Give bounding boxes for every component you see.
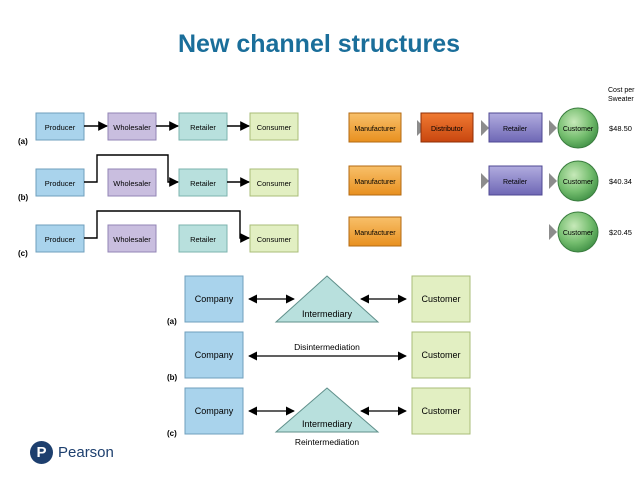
distributor-label: Distributor xyxy=(431,126,464,133)
consumer-label: Consumer xyxy=(257,179,292,188)
slide-title: New channel structures xyxy=(177,30,461,58)
row-label-b: (b) xyxy=(167,373,178,382)
cost-header: Sweater xyxy=(608,96,634,103)
company-box xyxy=(184,331,244,379)
bypass-arrow xyxy=(84,154,179,187)
consumer-label: Consumer xyxy=(257,123,292,132)
wholesaler-box xyxy=(107,224,157,253)
company-label: Company xyxy=(195,406,234,416)
company-label: Company xyxy=(195,294,234,304)
manufacturer-box xyxy=(348,112,402,143)
cost-value: $20.45 xyxy=(609,228,632,237)
brand-name: Pearson xyxy=(58,444,114,461)
customer-label: Customer xyxy=(421,406,460,416)
customer-circle xyxy=(557,160,599,202)
customer-box xyxy=(411,331,471,379)
producer-label: Producer xyxy=(45,235,76,244)
customer-label: Customer xyxy=(563,230,594,237)
wholesaler-box xyxy=(107,168,157,197)
manufacturer-label: Manufacturer xyxy=(354,230,396,237)
disintermediation-label: Disintermediation xyxy=(294,342,360,352)
producer-label: Producer xyxy=(45,123,76,132)
retailer-label: Retailer xyxy=(190,123,216,132)
wholesaler-box xyxy=(107,112,157,141)
company-box xyxy=(184,275,244,323)
manufacturer-label: Manufacturer xyxy=(354,179,396,186)
flow-arrowhead xyxy=(481,120,489,136)
consumer-label: Consumer xyxy=(257,235,292,244)
bypass-arrow xyxy=(84,210,250,243)
row-label-c: (c) xyxy=(18,249,28,258)
producer-box xyxy=(35,112,85,141)
flow-arrowhead xyxy=(549,120,557,136)
retailer-box xyxy=(488,165,543,196)
reintermediation-label: Reintermediation xyxy=(295,437,360,447)
retailer-label: Retailer xyxy=(190,235,216,244)
customer-circle xyxy=(557,211,599,253)
customer-circle xyxy=(557,107,599,149)
flow-arrowhead xyxy=(549,224,557,240)
intermediary-label: Intermediary xyxy=(302,419,353,429)
distributor-box xyxy=(420,112,474,143)
flow-arrowhead xyxy=(481,173,489,189)
cost-value: $40.34 xyxy=(609,177,632,186)
intermediary-triangle xyxy=(274,387,380,433)
wholesaler-label: Wholesaler xyxy=(113,235,151,244)
customer-label: Customer xyxy=(421,294,460,304)
manufacturer-box xyxy=(348,165,402,196)
flow-arrowhead xyxy=(549,173,557,189)
retailer-box xyxy=(178,168,228,197)
intermediary-label: Intermediary xyxy=(302,309,353,319)
intermediary-triangle xyxy=(274,275,380,323)
retailer-box xyxy=(178,112,228,141)
company-label: Company xyxy=(195,350,234,360)
customer-label: Customer xyxy=(421,350,460,360)
manufacturer-box xyxy=(348,216,402,247)
consumer-box xyxy=(249,112,299,141)
producer-box xyxy=(35,168,85,197)
retailer-label: Retailer xyxy=(503,126,528,133)
cost-header: Cost per xyxy=(608,87,635,94)
consumer-box xyxy=(249,168,299,197)
company-box xyxy=(184,387,244,435)
retailer-label: Retailer xyxy=(190,179,216,188)
bottom-diagram: (a) Company Intermediary Customer (b) Co… xyxy=(167,275,471,447)
retailer-box xyxy=(178,224,228,253)
row-label-a: (a) xyxy=(18,137,28,146)
row-label-b: (b) xyxy=(18,193,29,202)
producer-label: Producer xyxy=(45,179,76,188)
customer-label: Customer xyxy=(563,126,594,133)
customer-box xyxy=(411,387,471,435)
producer-box xyxy=(35,224,85,253)
row-label-c: (c) xyxy=(167,429,177,438)
retailer-label: Retailer xyxy=(503,179,528,186)
pearson-logo-icon: P xyxy=(30,441,53,464)
row-label-a: (a) xyxy=(167,317,177,326)
customer-label: Customer xyxy=(563,179,594,186)
customer-box xyxy=(411,275,471,323)
wholesaler-label: Wholesaler xyxy=(113,179,151,188)
left-diagram: (a) Producer Wholesaler Retailer Consume… xyxy=(18,112,299,258)
cost-value: $48.50 xyxy=(609,124,632,133)
wholesaler-label: Wholesaler xyxy=(113,123,151,132)
retailer-box xyxy=(488,112,543,143)
consumer-box xyxy=(249,224,299,253)
right-diagram: Cost per Sweater Manufacturer Distributo… xyxy=(348,87,635,253)
manufacturer-label: Manufacturer xyxy=(354,126,396,133)
